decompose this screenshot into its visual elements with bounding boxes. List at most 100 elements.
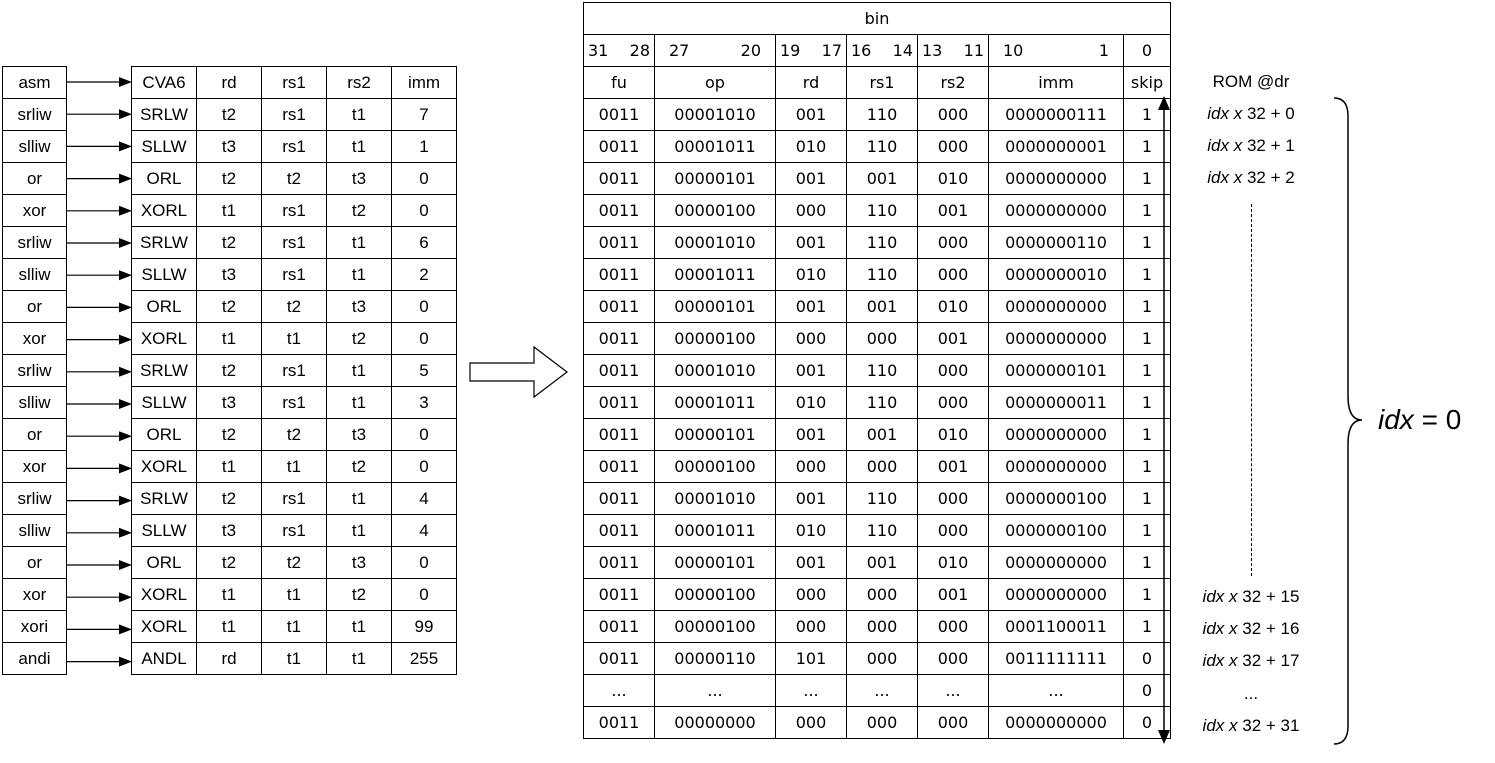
cva6-header-cell: rd xyxy=(196,66,262,99)
cva6-cell: t3 xyxy=(326,546,392,579)
rom-address-var: idx xyxy=(1202,651,1225,671)
bin-cell: 0011 xyxy=(583,610,655,643)
bit-hi: 16 xyxy=(851,41,872,60)
bin-header-cell: rs2 xyxy=(917,66,989,99)
cva6-cell: t2 xyxy=(196,482,262,515)
bin-cell: 0011 xyxy=(583,642,655,675)
cva6-cell: t2 xyxy=(196,354,262,387)
bin-cell: 1 xyxy=(1123,194,1171,227)
asm-cell: xor xyxy=(2,322,67,355)
cva6-cell: rs1 xyxy=(261,354,327,387)
cva6-cell: 0 xyxy=(391,578,457,611)
bin-cell: 001 xyxy=(775,162,847,195)
bin-cell: 010 xyxy=(775,258,847,291)
cva6-cell: 0 xyxy=(391,322,457,355)
rom-address-times: x xyxy=(1229,651,1238,671)
bin-cell: 1 xyxy=(1123,418,1171,451)
bin-cell: 0000000000 xyxy=(988,450,1124,483)
cva6-cell: t3 xyxy=(196,130,262,163)
rom-ellipsis-dashes xyxy=(1251,204,1252,576)
bin-cell: 110 xyxy=(846,482,918,515)
bin-cell: ... xyxy=(917,674,989,707)
cva6-cell: SRLW xyxy=(131,98,197,131)
bin-cell: 0000000010 xyxy=(988,258,1124,291)
bin-cell: 000 xyxy=(917,98,989,131)
asm-cell: or xyxy=(2,162,67,195)
bin-cell: 000 xyxy=(917,610,989,643)
bin-cell: 010 xyxy=(775,514,847,547)
bin-cell: 0000000000 xyxy=(988,578,1124,611)
asm-cell: srliw xyxy=(2,226,67,259)
asm-cell: xor xyxy=(2,194,67,227)
bit-lo: 14 xyxy=(892,41,913,60)
mapping-arrowhead-icon xyxy=(119,399,132,409)
cva6-cell: 0 xyxy=(391,418,457,451)
bin-cell: 0011 xyxy=(583,418,655,451)
cva6-cell: 0 xyxy=(391,450,457,483)
rom-address-times: x xyxy=(1233,136,1243,156)
asm-row: xor xyxy=(2,194,67,227)
bin-cell: 0011 xyxy=(583,162,655,195)
bit-hi: 13 xyxy=(922,41,943,60)
cva6-cell: t1 xyxy=(326,482,392,515)
bin-cell: 0011 xyxy=(583,98,655,131)
bin-cell: 001 xyxy=(775,226,847,259)
bin-cell: 0000000000 xyxy=(988,706,1124,739)
mapping-arrowhead-icon xyxy=(119,527,132,538)
bin-cell: 000 xyxy=(775,706,847,739)
bit-hi: 0 xyxy=(1141,41,1153,60)
bin-cell: ... xyxy=(988,674,1124,707)
bin-cell: 001 xyxy=(846,290,918,323)
bin-cell: 001 xyxy=(775,98,847,131)
bin-cell: ... xyxy=(654,674,776,707)
asm-cell: xor xyxy=(2,450,67,483)
bin-cell: 000 xyxy=(917,226,989,259)
asm-cell: slliw xyxy=(2,258,67,291)
cva6-cell: t1 xyxy=(196,322,262,355)
rom-address-offset: 32 + 16 xyxy=(1237,619,1300,639)
asm-row: slliw xyxy=(2,130,67,163)
rom-address-offset: 32 + 31 xyxy=(1237,715,1300,735)
bin-header-cell: fu xyxy=(583,66,655,99)
rom-title: ROM @dr xyxy=(1212,72,1290,91)
cva6-cell: rs1 xyxy=(261,386,327,419)
bin-cell: 001 xyxy=(917,322,989,355)
cva6-cell: SLLW xyxy=(131,130,197,163)
rom-address-var: idx xyxy=(1207,136,1230,156)
cva6-cell: t3 xyxy=(196,514,262,547)
bin-cell: 0000000100 xyxy=(988,482,1124,515)
mapping-arrowhead-icon xyxy=(119,334,132,345)
bin-cell: 0000000100 xyxy=(988,514,1124,547)
bin-cell: 001 xyxy=(917,194,989,227)
bin-cell: 010 xyxy=(917,162,989,195)
asm-row: andi xyxy=(2,642,67,675)
mapping-arrowhead-icon xyxy=(119,495,132,506)
bin-cell: 0011 xyxy=(583,706,655,739)
bin-cell: 0011 xyxy=(583,546,655,579)
cva6-cell: t1 xyxy=(196,450,262,483)
mapping-arrowhead-icon xyxy=(119,141,132,152)
bin-cell: 0 xyxy=(1123,674,1171,707)
rom-address-offset: 32 + 17 xyxy=(1237,651,1300,671)
address-range-arrow-icon xyxy=(1158,96,1170,744)
cva6-cell: 4 xyxy=(391,514,457,547)
bit-lo: 17 xyxy=(821,41,842,60)
bin-cell: 1 xyxy=(1123,290,1171,323)
rom-address-offset: 32 + 15 xyxy=(1237,587,1300,606)
bin-cell: 001 xyxy=(775,482,847,515)
bin-cell: 000 xyxy=(846,706,918,739)
asm-row: srliw xyxy=(2,354,67,387)
